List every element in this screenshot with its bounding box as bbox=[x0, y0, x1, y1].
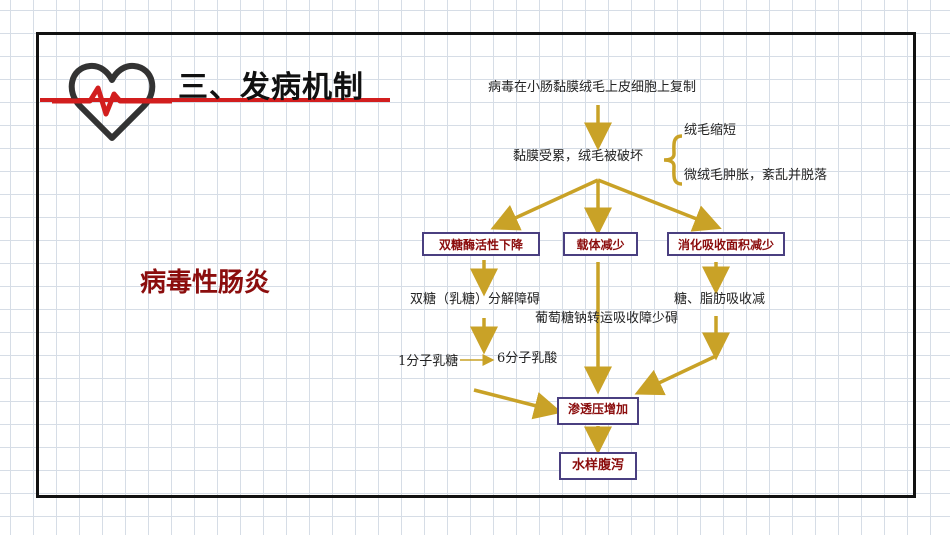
brace-icon bbox=[663, 134, 683, 186]
damage-detail-microvilli: 微绒毛肿胀，紊乱并脱落 bbox=[684, 168, 828, 183]
text-glucose-transport: 葡萄糖钠转运吸收障少碍 bbox=[535, 311, 679, 326]
arrow-lactose-osmotic bbox=[473, 388, 563, 420]
heart-pulse-icon bbox=[52, 62, 172, 141]
text-lactic-acid: 6分子乳酸 bbox=[497, 351, 558, 366]
damage-detail-villi: 绒毛缩短 bbox=[684, 123, 737, 138]
arrow-damage-enzyme bbox=[490, 178, 599, 231]
step-mucosa-damage: 黏膜受累，绒毛被破坏 bbox=[513, 149, 644, 164]
slide-frame bbox=[36, 32, 916, 498]
title-underline bbox=[40, 98, 390, 102]
text-sugar-fat: 糖、脂肪吸收减 bbox=[674, 292, 766, 307]
arrow-damage-absorb bbox=[597, 178, 722, 232]
slide-title: 三、发病机制 bbox=[178, 70, 364, 105]
box-watery-diarrhea: 水样腹泻 bbox=[559, 452, 637, 480]
box-carrier: 载体减少 bbox=[563, 232, 638, 256]
disease-label: 病毒性肠炎 bbox=[140, 268, 271, 298]
text-disaccharide: 双糖（乳糖）分解障碍 bbox=[410, 292, 541, 307]
text-lactose: 1分子乳糖 bbox=[398, 354, 459, 369]
arrow-absorb-osmotic bbox=[634, 354, 717, 396]
box-osmotic-pressure: 渗透压增加 bbox=[557, 397, 639, 425]
step-virus-replication: 病毒在小肠黏膜绒毛上皮细胞上复制 bbox=[488, 80, 697, 95]
box-disaccharidase: 双糖酶活性下降 bbox=[422, 232, 540, 256]
box-absorption-area: 消化吸收面积减少 bbox=[667, 232, 785, 256]
